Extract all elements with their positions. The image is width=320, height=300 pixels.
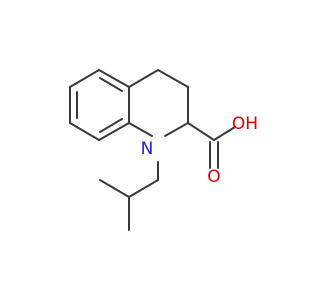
structure-diagram: N OH O	[69, 69, 258, 231]
bond-acid-carbon	[187, 122, 215, 141]
bond-benzene-1	[69, 69, 100, 88]
bond-benzene-3	[69, 122, 100, 141]
bond-ring-1	[128, 69, 159, 88]
bond-benzene-4	[98, 122, 130, 141]
hydroxyl-label: OH	[232, 114, 258, 134]
bond-acid-hydroxyl	[213, 126, 236, 141]
carbonyl-oxygen-label: O	[207, 167, 220, 187]
bond-ring-4	[164, 122, 189, 137]
bond-benzene-double-2	[99, 118, 123, 133]
bond-benzene-6	[98, 69, 130, 88]
bond-isobutyl-3	[99, 179, 130, 198]
bond-ring-5	[128, 122, 153, 137]
bond-ring-2	[157, 69, 189, 88]
bond-benzene-double-3	[99, 77, 123, 92]
bond-isobutyl-2	[128, 179, 159, 198]
nitrogen-label: N	[141, 139, 154, 159]
